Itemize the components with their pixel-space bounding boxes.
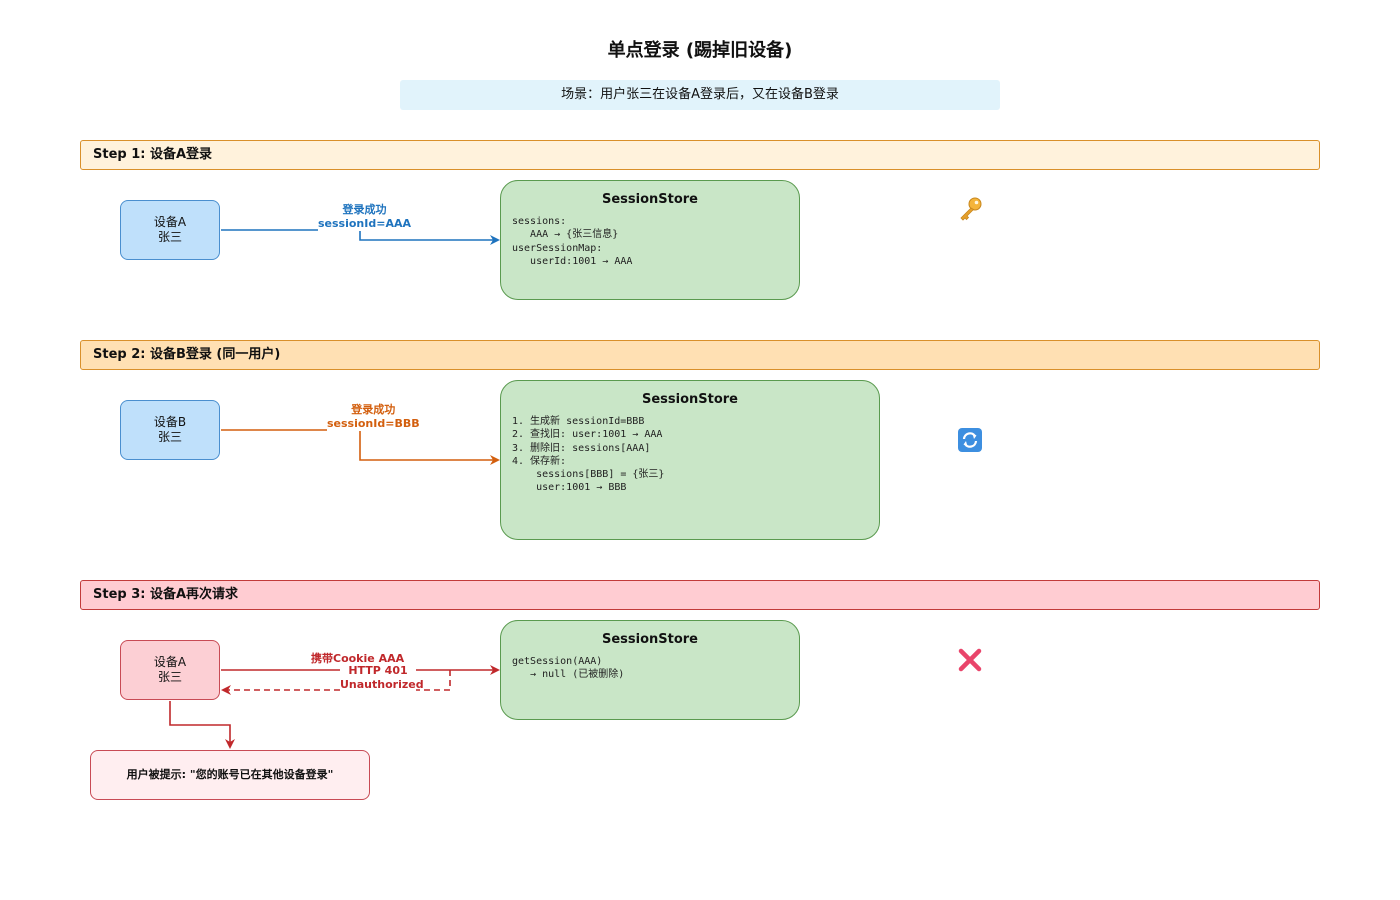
edge-label-line1: 登录成功 xyxy=(351,403,396,416)
refresh-icon xyxy=(955,425,985,455)
session-store-title: SessionStore xyxy=(601,192,699,207)
edge-label-line2: sessionId=AAA xyxy=(318,217,411,230)
edge-label-response: HTTP 401 Unauthorized xyxy=(340,664,424,692)
session-store-title: SessionStore xyxy=(641,392,739,407)
session-store-content: getSession(AAA) → null (已被删除) xyxy=(512,656,625,681)
step-3-header: Step 3: 设备A再次请求 xyxy=(80,580,1320,610)
cross-icon xyxy=(955,645,985,675)
edge-login-a xyxy=(221,229,500,245)
edge-label-login-b: 登录成功 sessionId=BBB xyxy=(327,403,420,431)
edge-label-line2: Unauthorized xyxy=(340,678,424,691)
user-label: 张三 xyxy=(157,430,182,444)
device-label: 设备A xyxy=(153,655,187,669)
device-b-node: 设备B 张三 xyxy=(120,400,220,460)
edge-label-line1: HTTP 401 xyxy=(348,664,408,677)
step-1-header: Step 1: 设备A登录 xyxy=(80,140,1320,170)
edge-label-line1: 登录成功 xyxy=(342,203,387,216)
scenario-banner: 场景：用户张三在设备A登录后，又在设备B登录 xyxy=(400,80,1000,110)
device-a-node: 设备A 张三 xyxy=(120,200,220,260)
edge-label-line2: sessionId=BBB xyxy=(327,417,420,430)
session-store-content: sessions: AAA → {张三信息} userSessionMap: u… xyxy=(512,216,633,267)
edge-label-request: 携带Cookie AAA xyxy=(311,652,405,666)
step-2-header: Step 2: 设备B登录 (同一用户) xyxy=(80,340,1320,370)
user-label: 张三 xyxy=(157,230,182,244)
session-store-content: 1. 生成新 sessionId=BBB 2. 查找旧: user:1001 →… xyxy=(512,416,665,494)
edge-to-prompt xyxy=(169,701,235,749)
device-label: 设备B xyxy=(153,415,187,429)
edge-login-b xyxy=(221,429,500,465)
user-prompt-message: 用户被提示: "您的账号已在其他设备登录" xyxy=(90,750,370,800)
session-store-step1: SessionStore sessions: AAA → {张三信息} user… xyxy=(500,180,800,300)
diagram-title: 单点登录 (踢掉旧设备) xyxy=(607,40,793,61)
device-label: 设备A xyxy=(153,215,187,229)
session-store-step3: SessionStore getSession(AAA) → null (已被删… xyxy=(500,620,800,720)
session-store-title: SessionStore xyxy=(601,632,699,647)
session-store-step2: SessionStore 1. 生成新 sessionId=BBB 2. 查找旧… xyxy=(500,380,880,540)
edge-label-login-a: 登录成功 sessionId=AAA xyxy=(318,203,411,231)
device-a-node-step3: 设备A 张三 xyxy=(120,640,220,700)
key-icon xyxy=(955,194,985,224)
user-label: 张三 xyxy=(157,670,182,684)
